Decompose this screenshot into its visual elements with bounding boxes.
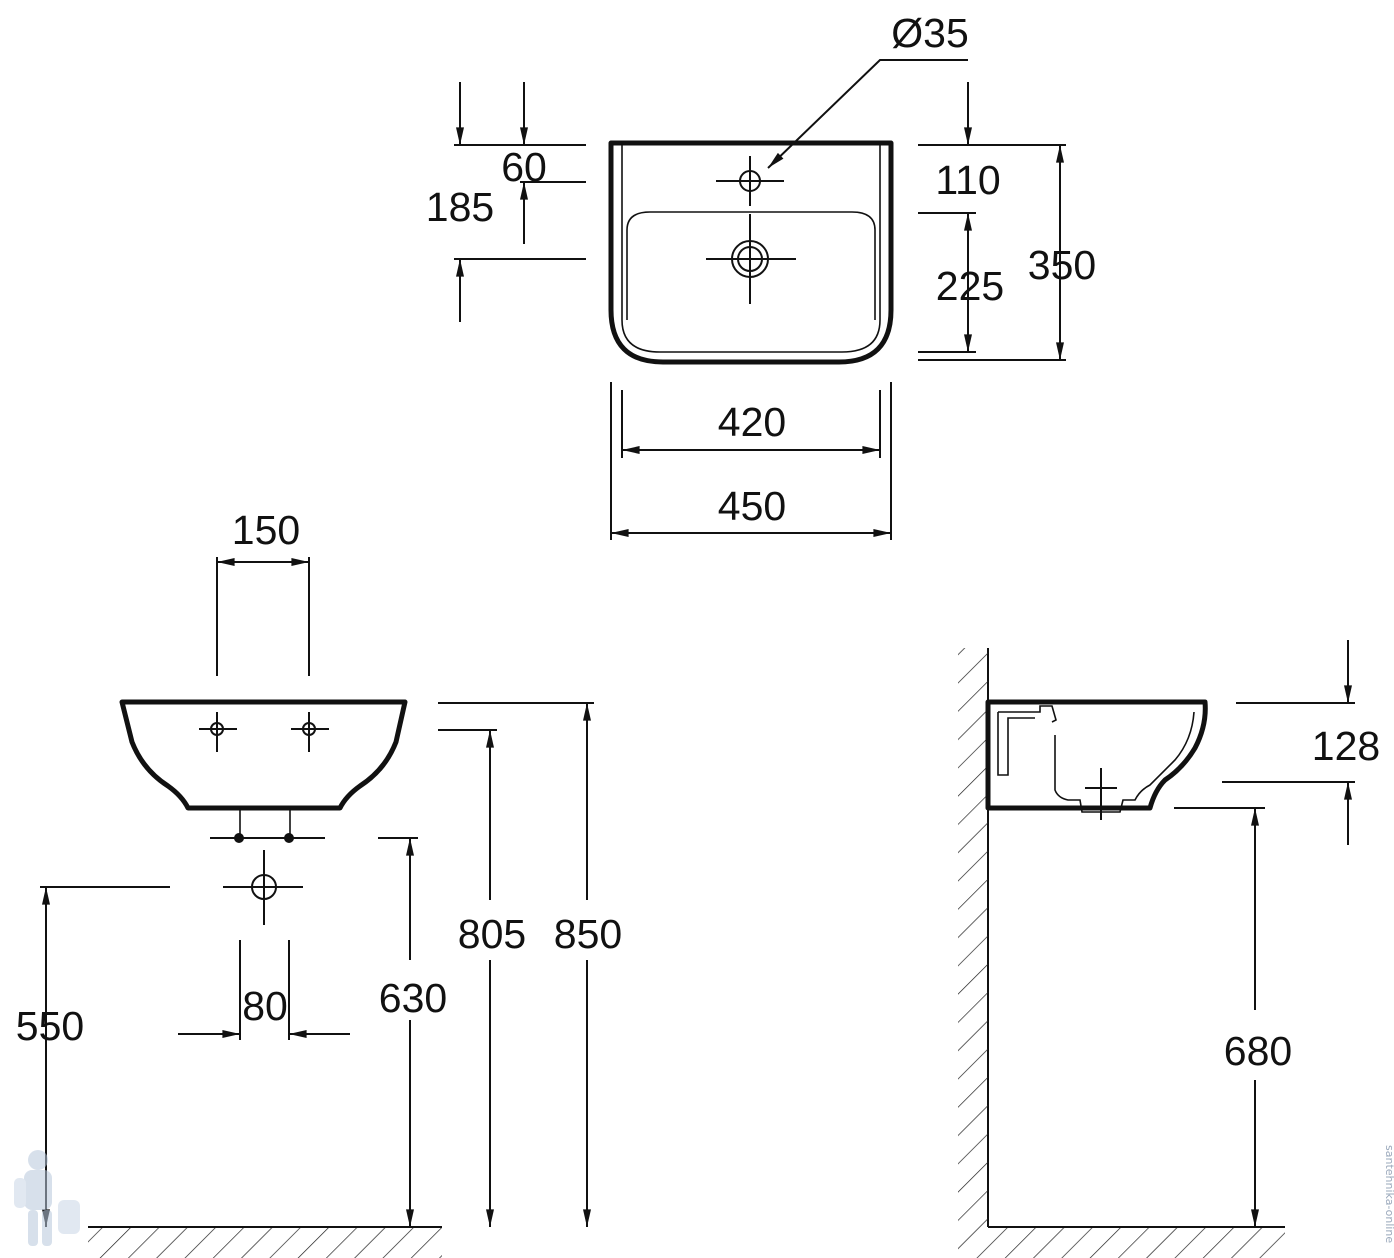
tap-hole-symbol bbox=[716, 156, 784, 206]
dim-total-depth: 350 bbox=[1028, 242, 1096, 288]
dim-underside-height: 805 bbox=[458, 911, 526, 957]
dim-bowl-depth: 128 bbox=[1312, 723, 1380, 769]
drain-hole-symbol bbox=[706, 214, 796, 304]
floor-hatch-side bbox=[988, 1226, 1285, 1258]
dim-waste-height: 550 bbox=[16, 1003, 84, 1049]
basin-outline-top bbox=[608, 140, 894, 365]
basin-inner-back-edge bbox=[626, 211, 876, 320]
dim-tap-to-back: 225 bbox=[936, 263, 1004, 309]
watermark-plumber-logo bbox=[14, 1150, 80, 1246]
diameter-leader-line bbox=[767, 59, 968, 169]
dim-drain-diameter: Ø35 bbox=[891, 10, 969, 56]
dim-front-to-tap: 110 bbox=[935, 157, 1000, 203]
dim-tap-holes-spacing: 150 bbox=[232, 507, 300, 553]
tap-hole-left-symbol bbox=[199, 712, 237, 752]
basin-inner-bowl-top bbox=[621, 143, 881, 353]
top-view: Ø35 60 185 110 225 350 420 450 bbox=[426, 10, 1096, 540]
front-view: 150 80 550 630 805 bbox=[16, 507, 622, 1258]
dim-outer-width: 450 bbox=[718, 483, 786, 529]
basin-inner-side bbox=[998, 705, 1195, 813]
dim-overflow-offset: 60 bbox=[501, 144, 547, 190]
dim-drain-height: 630 bbox=[379, 975, 447, 1021]
watermark-text: santehnika-online bbox=[1383, 1145, 1394, 1243]
dim-waste-spacing: 80 bbox=[242, 983, 288, 1029]
side-view: 128 680 bbox=[958, 640, 1380, 1258]
waste-connection-symbol bbox=[210, 833, 325, 925]
dim-tap-to-drain: 185 bbox=[426, 184, 494, 230]
basin-outline-side bbox=[985, 699, 1208, 811]
dim-rim-height: 850 bbox=[554, 911, 622, 957]
dim-mounting-height: 680 bbox=[1224, 1028, 1292, 1074]
basin-outline-front bbox=[119, 699, 408, 811]
dim-inner-width: 420 bbox=[718, 399, 786, 445]
wall-hatch bbox=[958, 648, 989, 1258]
tap-hole-right-symbol bbox=[291, 712, 329, 752]
floor-hatch-front bbox=[88, 1226, 442, 1258]
